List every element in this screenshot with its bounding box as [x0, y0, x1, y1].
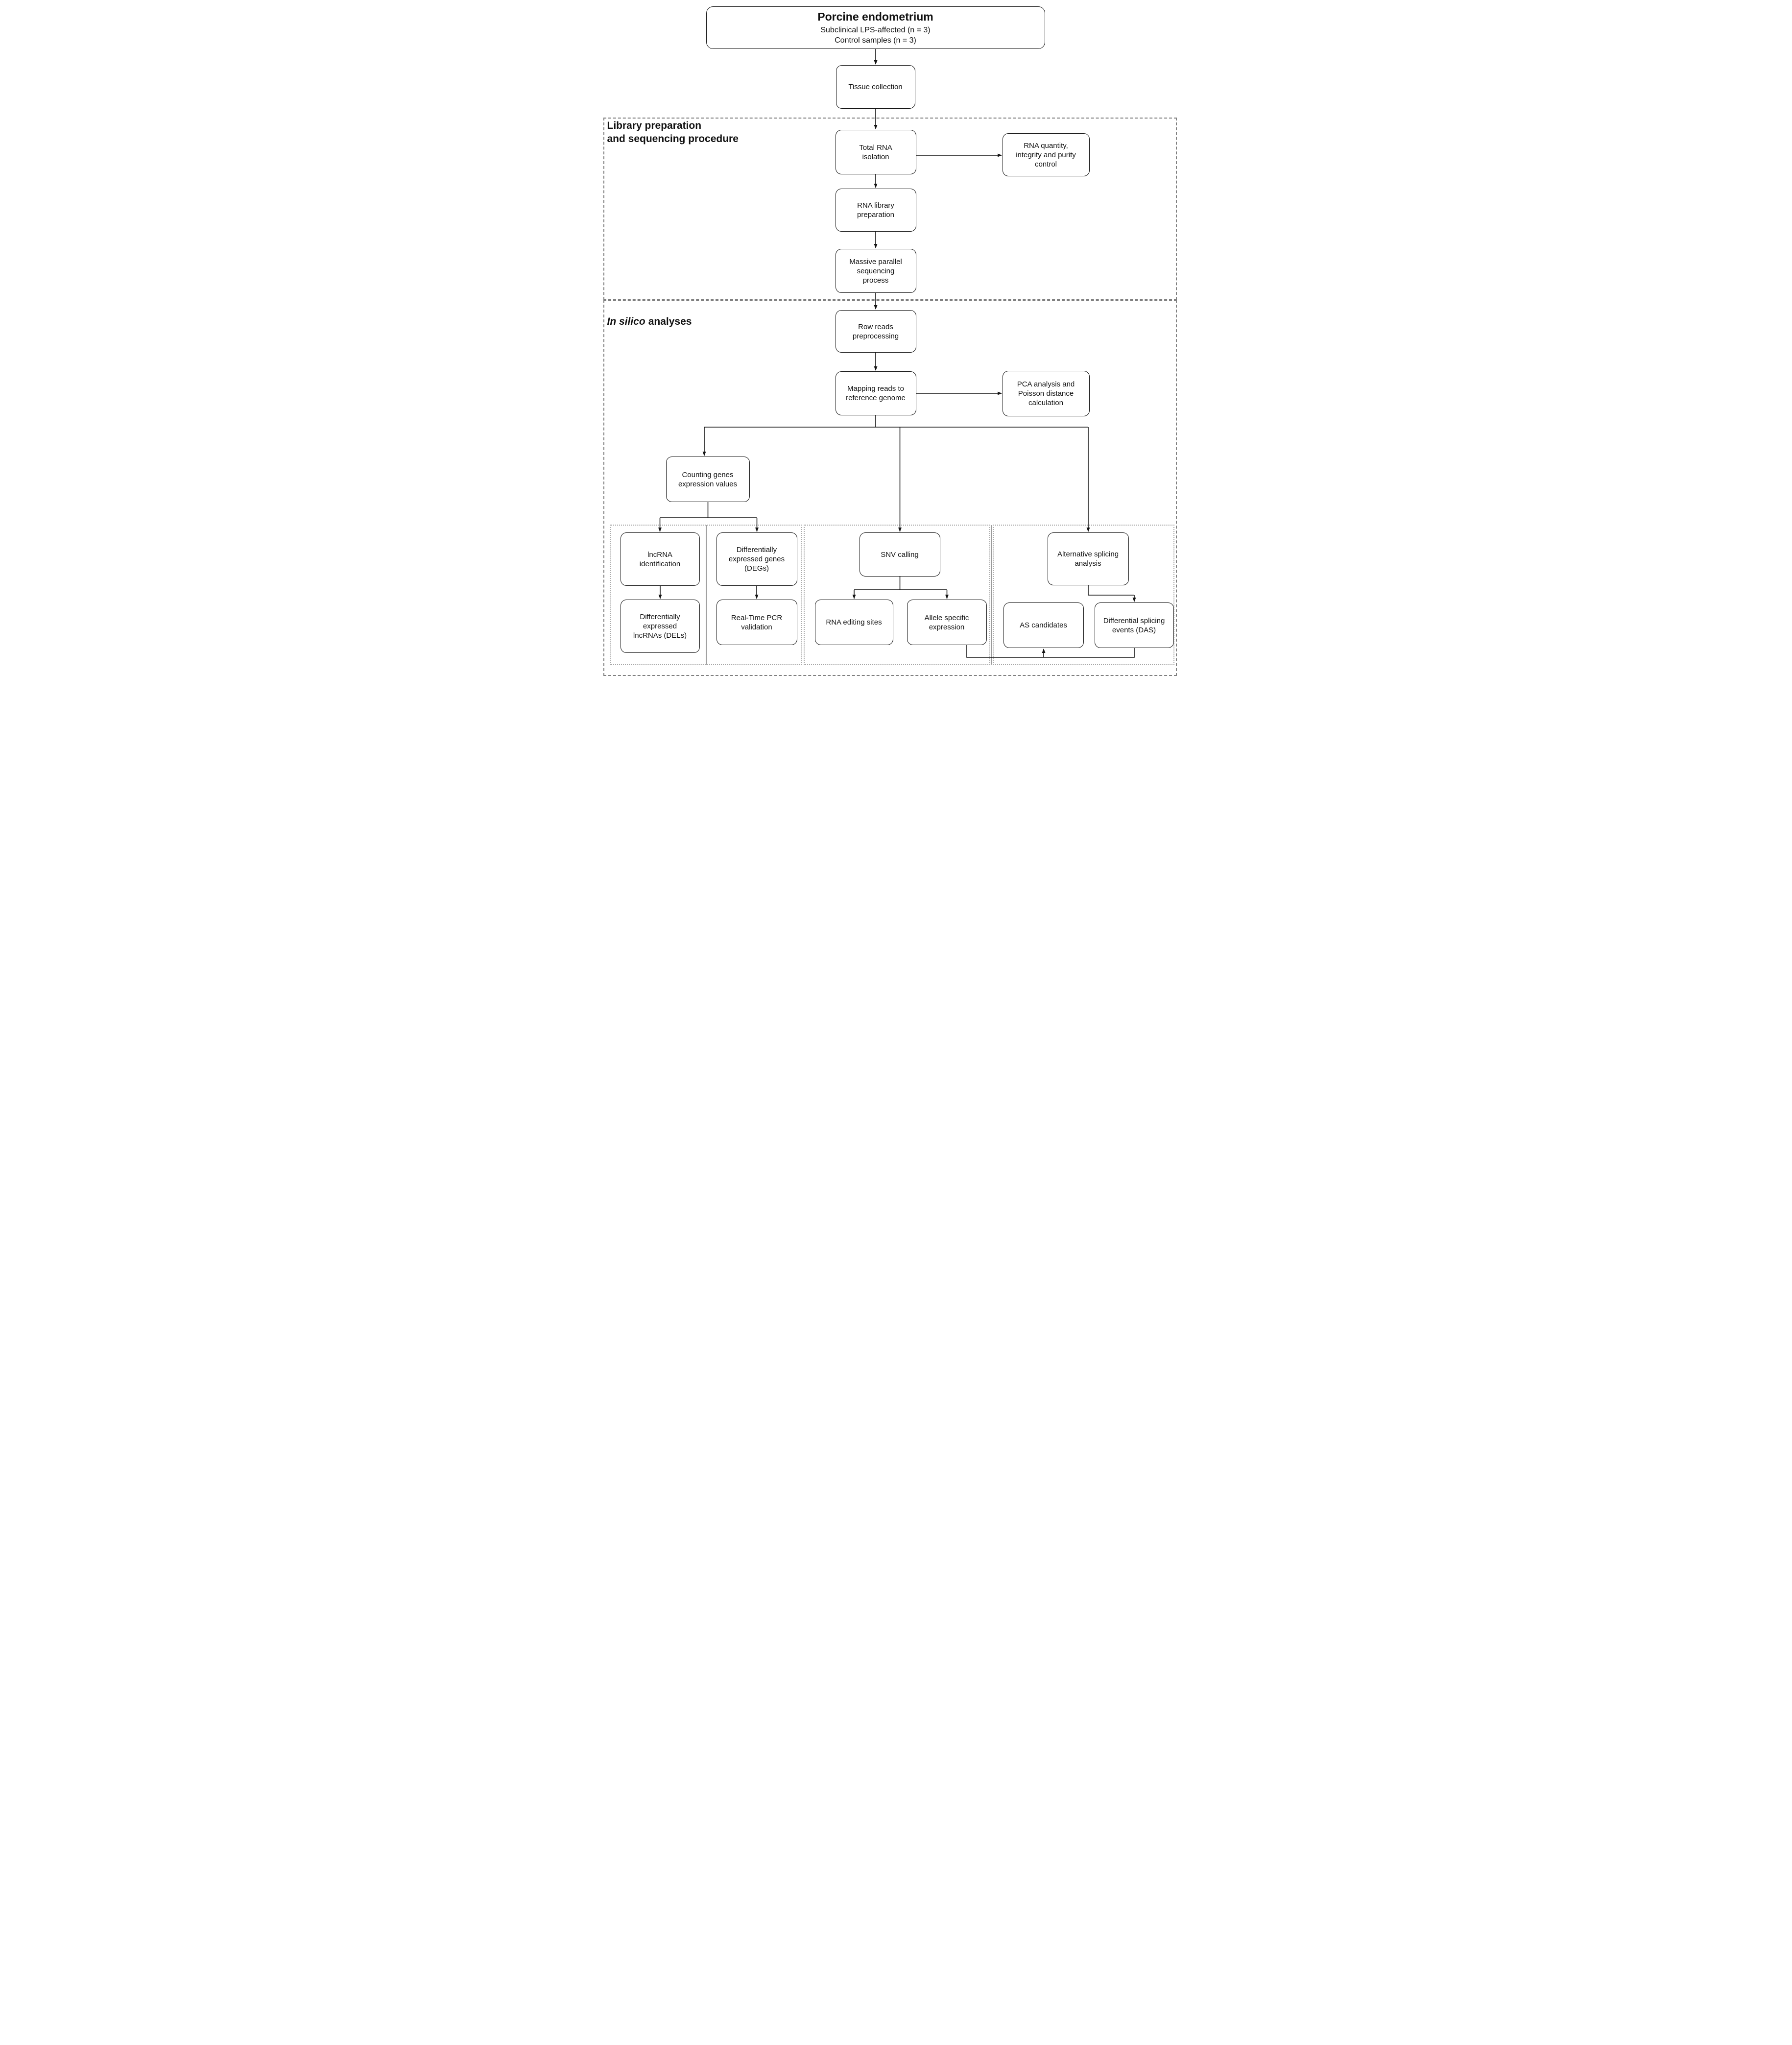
in-silico-italic: In silico — [607, 316, 645, 327]
node-snv-calling: SNV calling — [859, 532, 940, 577]
node-as-candidates: AS candidates — [1003, 602, 1084, 648]
porcine-subtitle-control: Control samples (n = 3) — [835, 36, 916, 45]
in-silico-rest: analyses — [648, 316, 692, 327]
section-library-prep-border — [603, 118, 1177, 300]
porcine-subtitle-lps: Subclinical LPS-affected (n = 3) — [820, 26, 931, 34]
section-in-silico-border — [603, 300, 1177, 676]
section-label-library-prep: Library preparation and sequencing proce… — [607, 120, 739, 144]
node-alternative-splicing-analysis: Alternative splicing analysis — [1047, 532, 1129, 585]
node-tissue-collection: Tissue collection — [836, 65, 915, 109]
node-pca-poisson: PCA analysis and Poisson distance calcul… — [1002, 371, 1090, 416]
elbow-altsplicing-to-das — [1087, 585, 1136, 602]
container-snv-analyses — [803, 525, 990, 665]
node-total-rna-isolation: Total RNA isolation — [835, 130, 916, 174]
node-row-reads-preprocessing: Row reads preprocessing — [835, 310, 916, 353]
container-splicing-analyses — [992, 525, 1174, 665]
node-rna-editing-sites: RNA editing sites — [814, 600, 893, 645]
node-dels: Differentially expressed lncRNAs (DELs) — [620, 600, 700, 653]
porcine-title: Porcine endometrium — [817, 10, 933, 23]
divider-snv-splicing — [990, 525, 992, 665]
node-das: Differential splicing events (DAS) — [1094, 602, 1174, 648]
node-degs: Differentially expressed genes (DEGs) — [716, 532, 797, 586]
distributor-three-way — [702, 415, 1090, 532]
divider-lncrna-degs — [705, 525, 707, 665]
connector-ase-das-to-candidates — [966, 645, 1135, 658]
split-snv-calling — [852, 577, 949, 599]
node-rna-quality-control: RNA quantity, integrity and purity contr… — [1002, 133, 1090, 176]
connector-layer — [658, 49, 1136, 658]
node-counting-genes-expression: Counting genes expression values — [666, 457, 750, 502]
node-rna-library-preparation: RNA library preparation — [835, 189, 916, 232]
flowchart-canvas: Library preparation and sequencing proce… — [597, 0, 1195, 682]
split-counting-genes — [658, 502, 759, 532]
node-lncrna-identification: lncRNA identification — [620, 532, 700, 586]
node-realtime-pcr-validation: Real-Time PCR validation — [716, 600, 797, 645]
node-mapping-reads: Mapping reads to reference genome — [835, 371, 916, 415]
node-porcine-endometrium: Porcine endometrium Subclinical LPS-affe… — [706, 6, 1045, 49]
node-massive-parallel-sequencing: Massive parallel sequencing process — [835, 249, 916, 293]
node-allele-specific-expression: Allele specific expression — [907, 600, 987, 645]
